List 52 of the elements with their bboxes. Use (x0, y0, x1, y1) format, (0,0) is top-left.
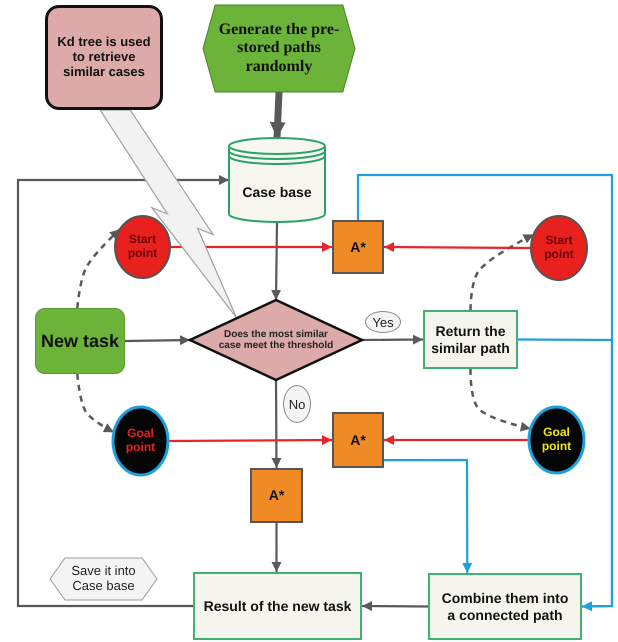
arrow (168, 435, 332, 446)
node-text: Kd tree is used to retrieve similar cases (56, 35, 152, 80)
process-box (250, 468, 303, 523)
start-circle (115, 216, 170, 278)
node-text: A* (268, 487, 284, 504)
task-box (35, 308, 125, 374)
edge-label: Yes (365, 311, 401, 333)
node-text: Start point (126, 233, 158, 261)
decision-diamond (190, 300, 362, 380)
node-text: Generate the pre-stored paths randomly (218, 20, 340, 76)
arrow (362, 334, 423, 345)
process-box (428, 573, 582, 640)
dashed-arrow (76, 374, 115, 434)
process-box (423, 310, 518, 369)
dashed-arrow (469, 233, 534, 310)
edge-label: No (283, 385, 311, 423)
node-text: Result of the new task (204, 598, 352, 614)
node-text: Case base (242, 184, 312, 200)
arrow (270, 92, 286, 138)
arrow (272, 523, 282, 572)
callout-pointer (99, 109, 238, 318)
arrow (384, 435, 529, 445)
node-text: Return the similar path (430, 323, 511, 356)
process-box (332, 412, 384, 468)
node-text: Goal point (124, 427, 156, 455)
node-text: Does the most similar case meet the threshold (218, 328, 334, 352)
dashed-arrow (76, 228, 121, 308)
node-text: Start point (543, 234, 575, 262)
arrow (384, 242, 531, 252)
node-text: A* (350, 432, 366, 448)
callout-box (45, 5, 163, 110)
dashed-arrow (469, 369, 531, 432)
arrow (124, 335, 190, 346)
note-hexagon (50, 558, 157, 600)
arrow (384, 458, 472, 573)
database-cylinder (229, 138, 325, 222)
node-text: A* (350, 238, 366, 256)
node-text: Goal point (540, 426, 572, 454)
goal-circle (113, 407, 168, 475)
node-text: Combine them into a connected path (440, 590, 570, 623)
arrow (16, 175, 229, 608)
arrow (271, 380, 282, 468)
arrow (362, 601, 428, 612)
arrow (518, 338, 614, 612)
arrow (271, 222, 282, 300)
node-text: New task (40, 330, 120, 352)
node-text: Save it into Case base (70, 564, 137, 594)
process-box (193, 572, 362, 640)
start-circle (531, 216, 587, 280)
process-hexagon (203, 5, 355, 92)
goal-circle (529, 407, 584, 473)
process-box (332, 220, 384, 274)
